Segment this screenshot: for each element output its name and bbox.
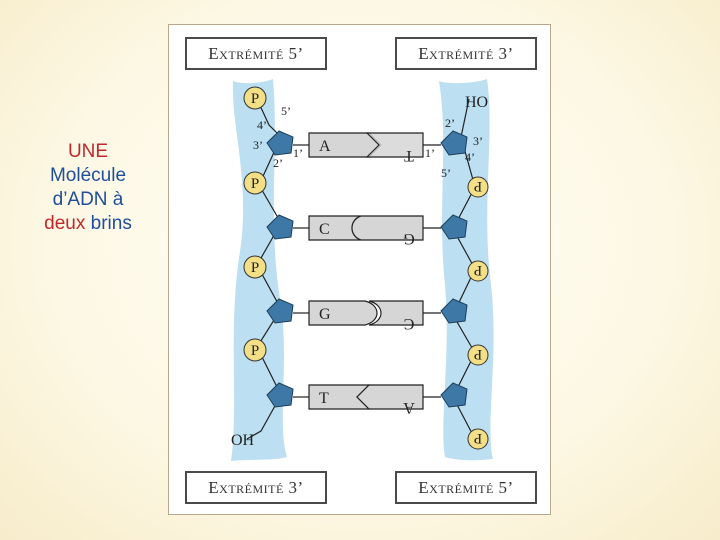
left-phosphate-label-4: P xyxy=(251,343,259,359)
right-sugar-3 xyxy=(440,298,468,324)
right-phosphate-1 xyxy=(467,176,489,198)
left-carbon-1: 1’ xyxy=(293,146,303,160)
caption-word-deux: deux xyxy=(44,213,86,234)
right-carbon-1: 1’ xyxy=(425,146,435,160)
right-phosphate-label-3: P xyxy=(474,346,482,362)
caption-line-2: Molécule xyxy=(49,165,127,186)
base-label-a2: A xyxy=(403,399,415,416)
left-sugar-1 xyxy=(266,130,294,156)
right-carbon-3: 3’ xyxy=(473,134,483,148)
dna-figure: P P P P P P P P OH HO 5’ 4’ 3’ 2’ 1’ 2’ … xyxy=(168,24,551,515)
caption-line-1: UNE xyxy=(67,141,109,162)
base-a-right xyxy=(356,384,424,410)
right-sugar-4 xyxy=(440,382,468,408)
left-terminal-oh: OH xyxy=(231,432,255,449)
left-carbon-5: 5’ xyxy=(281,104,291,118)
base-c-right xyxy=(368,300,424,326)
left-sugar-3 xyxy=(266,298,294,324)
caption-word-brins: brins xyxy=(90,213,132,234)
right-phosphate-2 xyxy=(467,260,489,282)
right-sugar-2 xyxy=(440,214,468,240)
base-pair-3: G C xyxy=(308,300,424,332)
base-label-t2: T xyxy=(319,390,329,407)
right-carbon-2: 2’ xyxy=(445,116,455,130)
left-phosphate-1 xyxy=(243,86,267,110)
left-phosphate-label-2: P xyxy=(251,176,259,192)
left-carbon-3: 3’ xyxy=(253,138,263,152)
base-label-g: G xyxy=(403,230,415,247)
left-phosphate-4 xyxy=(243,338,267,362)
right-phosphate-3 xyxy=(467,344,489,366)
right-carbon-4: 4’ xyxy=(465,150,475,164)
left-sugar-4 xyxy=(266,382,294,408)
caption-line-4: deux brins xyxy=(18,212,158,236)
left-carbon-4: 4’ xyxy=(257,118,267,132)
right-phosphate-4 xyxy=(467,428,489,450)
left-phosphate-2 xyxy=(243,171,267,195)
left-phosphate-3 xyxy=(243,255,267,279)
right-phosphate-label-4: P xyxy=(474,430,482,446)
left-phosphate-label-3: P xyxy=(251,260,259,276)
base-label-c2: C xyxy=(404,315,415,332)
base-label-t: T xyxy=(404,147,414,164)
right-phosphate-label-1: P xyxy=(474,178,482,194)
base-label-c: C xyxy=(319,221,330,238)
right-carbon-5: 5’ xyxy=(441,166,451,180)
right-phosphate-label-2: P xyxy=(474,262,482,278)
base-t-right xyxy=(365,132,424,158)
left-carbon-2: 2’ xyxy=(273,156,283,170)
slide-caption: UNE Molécule d’ADN à deux brins xyxy=(18,140,158,236)
end-label-top-right: Extrémité 3’ xyxy=(395,37,537,70)
left-sugar-2 xyxy=(266,214,294,240)
base-g-right xyxy=(351,215,424,241)
right-terminal-ho: HO xyxy=(465,94,488,111)
left-phosphate-label-1: P xyxy=(251,91,259,107)
end-label-bottom-left: Extrémité 3’ xyxy=(185,471,327,504)
dna-diagram: P P P P P P P P OH HO 5’ 4’ 3’ 2’ 1’ 2’ … xyxy=(231,79,494,461)
end-label-bottom-right: Extrémité 5’ xyxy=(395,471,537,504)
base-label-a: A xyxy=(319,138,331,155)
end-label-top-left: Extrémité 5’ xyxy=(185,37,327,70)
base-pair-1: A T xyxy=(308,132,424,164)
base-g-left xyxy=(308,300,378,326)
base-pair-2: C G xyxy=(308,215,424,247)
base-label-g2: G xyxy=(319,306,331,323)
right-sugar-1 xyxy=(440,130,468,156)
base-pair-4: T A xyxy=(308,384,424,416)
caption-line-3: d’ADN à xyxy=(52,189,124,210)
